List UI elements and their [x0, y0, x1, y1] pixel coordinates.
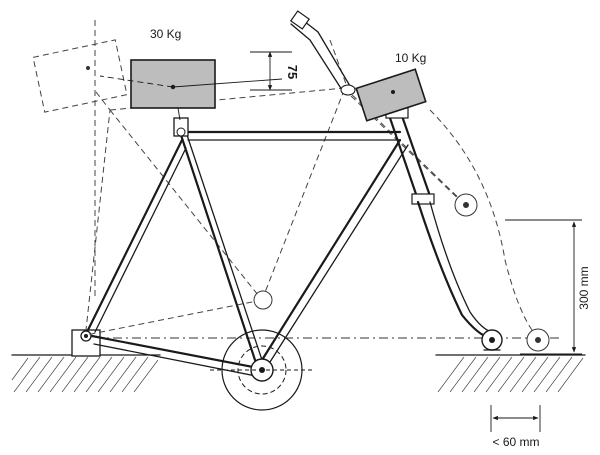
shift-dimension [490, 405, 541, 432]
offset-label: 75 [285, 65, 300, 79]
seat-weight-label: 30 Kg [150, 27, 181, 41]
ground-right [435, 354, 586, 393]
height-dimension [505, 219, 582, 355]
offset-dimension [250, 51, 292, 91]
bottom-bracket [210, 329, 314, 411]
pivot-support [71, 329, 101, 357]
bicycle-frame [86, 107, 503, 377]
head-weight-label: 10 Kg [395, 51, 426, 65]
handlebar-stem [289, 10, 356, 96]
head-weight [355, 68, 427, 122]
tilted-frame-outline [32, 20, 550, 352]
height-label: 300 mm [577, 266, 591, 309]
ground-left [11, 354, 161, 393]
shift-label: < 60 mm [492, 435, 539, 449]
seat-weight [99, 59, 283, 121]
